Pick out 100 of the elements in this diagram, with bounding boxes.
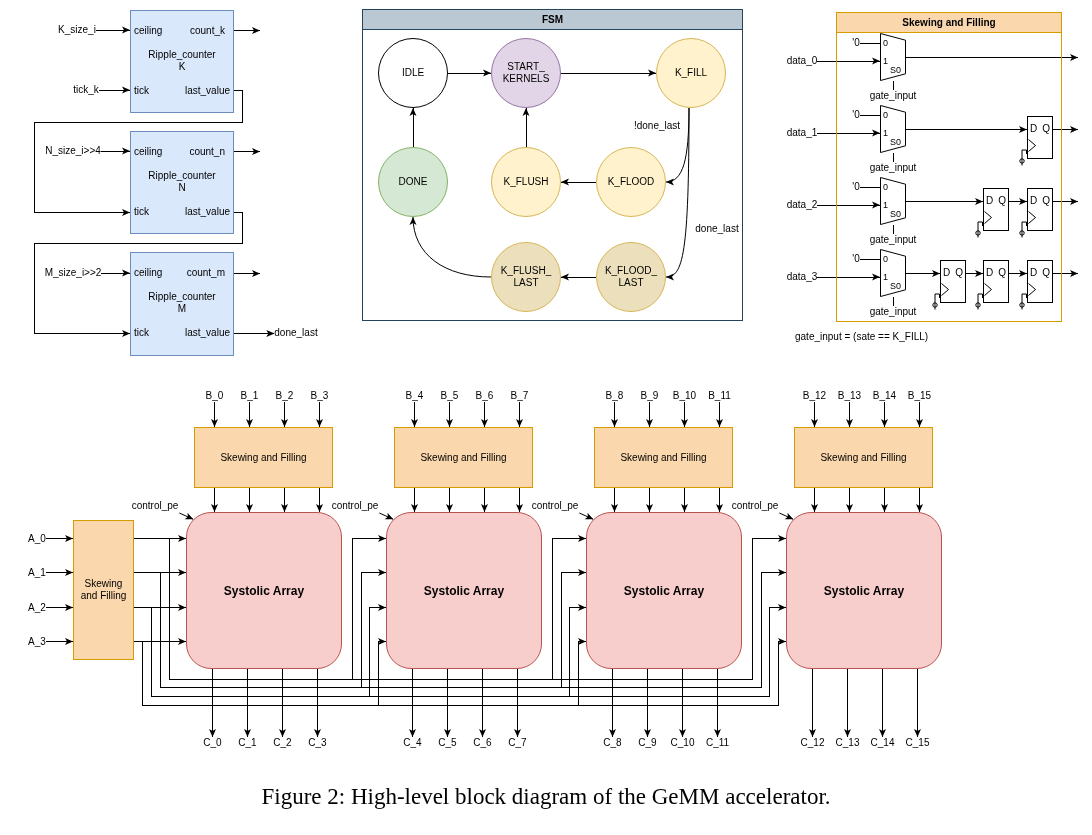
signal-label: control_pe	[731, 500, 779, 512]
pin-label: D	[986, 195, 994, 207]
signal-label: B_6	[475, 390, 494, 402]
arrow	[100, 147, 131, 155]
module-block	[594, 427, 733, 488]
block-label: Ripple_counter M	[147, 291, 217, 315]
arrow	[410, 216, 492, 278]
pin-label: Q	[1042, 195, 1050, 207]
arrow	[809, 668, 816, 738]
port-label: count_n	[189, 146, 225, 158]
arrow	[142, 638, 187, 645]
flip-flop-block	[983, 260, 1009, 303]
arrow	[45, 638, 74, 645]
arrow	[233, 270, 261, 277]
arrow	[552, 535, 587, 680]
arrow	[479, 668, 486, 738]
arrow	[881, 401, 888, 428]
arrow	[611, 487, 618, 513]
arrow	[716, 487, 723, 513]
connector-line	[160, 572, 362, 688]
arrow	[244, 668, 251, 738]
arrow	[352, 535, 387, 680]
pin-label: 0	[883, 254, 888, 264]
connector-line	[859, 258, 881, 260]
signal-label: gate_input	[869, 306, 917, 318]
arrow	[409, 107, 417, 148]
signal-label: B_2	[275, 390, 294, 402]
arrow	[578, 638, 587, 706]
signal-label: done_last	[274, 327, 318, 339]
signal-label: C_1	[238, 737, 257, 749]
constant-label: '0	[852, 37, 860, 49]
counter-block	[130, 252, 234, 356]
signal-label: B_4	[405, 390, 424, 402]
signal-label: C_9	[638, 737, 657, 749]
signal-label: tick_k	[73, 84, 99, 96]
state-machine-panel	[362, 9, 743, 321]
arrow	[916, 487, 923, 513]
pin-label: 1	[883, 128, 888, 138]
pin-label: D	[986, 267, 994, 279]
port-label: tick	[134, 206, 149, 218]
arrow	[881, 487, 888, 513]
signal-label: data_0	[786, 55, 818, 67]
arrow	[233, 27, 261, 34]
arrow	[560, 69, 657, 77]
connector-line	[369, 696, 570, 697]
arrow	[1052, 270, 1079, 277]
block-label: Systolic Array	[223, 583, 305, 598]
module-block	[794, 427, 933, 488]
arrow	[714, 668, 721, 738]
arrow	[409, 668, 416, 738]
flip-flop-block	[940, 260, 966, 303]
pin-label: D	[1030, 195, 1038, 207]
arrow	[45, 569, 74, 576]
pin-label: S0	[890, 209, 901, 218]
arrow	[411, 487, 418, 513]
signal-label: C_11	[705, 737, 730, 749]
arrow	[681, 487, 688, 513]
signal-label: B_9	[640, 390, 659, 402]
arrow	[34, 90, 243, 216]
arrow	[516, 401, 523, 428]
arrow	[447, 69, 492, 77]
arrow	[609, 668, 616, 738]
arrow	[561, 569, 787, 688]
arrow	[905, 54, 1079, 61]
arrow	[481, 487, 488, 513]
port-label: last_value	[184, 206, 230, 218]
block-label: Skewing and Filling	[620, 451, 707, 464]
signal-label: C_14	[870, 737, 895, 749]
signal-label: C_13	[835, 737, 860, 749]
arrow	[778, 512, 794, 520]
signal-label: control_pe	[331, 500, 379, 512]
arrow	[516, 487, 523, 513]
signal-label: C_8	[603, 737, 622, 749]
arrow	[100, 269, 131, 277]
arrow	[411, 401, 418, 428]
arrow	[811, 487, 818, 513]
multiplexer-symbol	[880, 177, 906, 225]
arrow	[646, 401, 653, 428]
signal-label: C_2	[273, 737, 292, 749]
arrow	[916, 401, 923, 428]
arrow	[1052, 126, 1079, 133]
module-block	[194, 427, 333, 488]
port-label: ceiling	[134, 146, 163, 158]
arrow	[209, 668, 216, 738]
flip-flop-block	[983, 188, 1009, 231]
connector-line	[352, 679, 553, 680]
flip-flop-block	[1027, 188, 1053, 231]
edge-label: done_last	[693, 223, 741, 235]
signal-label: B_11	[708, 390, 731, 402]
arrow	[514, 668, 521, 738]
arrow	[98, 86, 131, 94]
multiplexer-symbol	[880, 105, 906, 153]
block-label: Ripple_counter K	[147, 49, 217, 73]
arrow	[1008, 198, 1028, 205]
pin-label: D	[943, 267, 951, 279]
pin-label: Q	[955, 267, 963, 279]
arrow	[561, 569, 587, 688]
arrow	[178, 512, 194, 520]
signal-label: B_1	[240, 390, 259, 402]
arrow	[281, 487, 288, 513]
